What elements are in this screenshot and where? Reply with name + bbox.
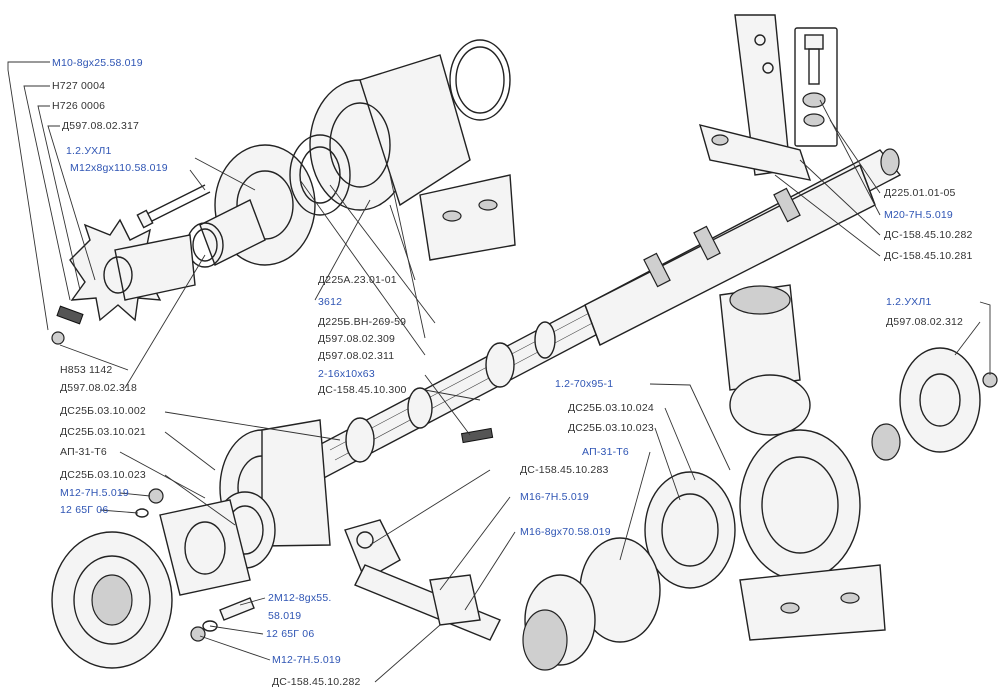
- label-part-19: ДС25Б.03.10.023: [60, 469, 146, 481]
- label-part-29: ДС-158.45.10.282: [272, 676, 361, 688]
- label-part-30: Д225.01.01-05: [884, 187, 956, 199]
- label-part-14: Н853 1142: [60, 364, 113, 376]
- label-part-38: ДС25Б.03.10.023: [568, 422, 654, 434]
- label-part-24: М16-8gх70.58.019: [520, 526, 611, 538]
- nut-upper: [148, 488, 164, 504]
- upper-bolt-set: [794, 27, 838, 147]
- label-part-17: ДС25Б.03.10.021: [60, 426, 146, 438]
- label-part-35: Д597.08.02.312: [886, 316, 964, 328]
- lever-arm: [344, 519, 501, 641]
- label-part-25: 2М12-8gх55.: [268, 592, 332, 604]
- label-part-08: 3612: [318, 296, 343, 308]
- label-part-22: ДС-158.45.10.283: [520, 464, 609, 476]
- label-part-02: Н727 0004: [52, 80, 106, 92]
- label-part-36: 1.2-70х95-1: [555, 378, 614, 390]
- label-part-16: ДС25Б.03.10.002: [60, 405, 146, 417]
- label-part-06: М12х8gх110.58.019: [70, 162, 168, 174]
- right-shaft-end: [522, 471, 736, 671]
- square-tube-section: [584, 164, 876, 346]
- label-part-21: 12 65Г 06: [60, 504, 109, 516]
- label-part-23: М16-7Н.5.019: [520, 491, 589, 503]
- lower-left-cover: [51, 531, 173, 669]
- upper-bracket: [698, 14, 812, 181]
- label-part-33: ДС-158.45.10.281: [884, 250, 973, 262]
- right-bearing-housing: [719, 284, 886, 641]
- sleeve-and-seal: [186, 199, 266, 268]
- label-part-27: 12 65Г 06: [266, 628, 315, 640]
- label-part-31: М20-7Н.5.019: [884, 209, 953, 221]
- label-part-11: Д597.08.02.311: [318, 350, 395, 362]
- label-part-10: Д597.08.02.309: [318, 333, 396, 345]
- right-flange-cover: [871, 347, 998, 461]
- label-part-34: 1.2.УХЛ1: [886, 296, 932, 308]
- label-part-04: Д597.08.02.317: [62, 120, 140, 132]
- label-part-26: 58.019: [268, 610, 302, 622]
- stud-bolt: [219, 597, 255, 621]
- label-part-09: Д225Б.ВН-269-59: [318, 316, 407, 328]
- label-part-28: М12-7Н.5.019: [272, 654, 341, 666]
- label-part-13: ДС-158.45.10.300: [318, 384, 407, 396]
- label-part-37: ДС25Б.03.10.024: [568, 402, 654, 414]
- label-part-32: ДС-158.45.10.282: [884, 229, 973, 241]
- label-part-15: Д597.08.02.318: [60, 382, 138, 394]
- label-part-01: М10-8gх25.58.019: [52, 57, 143, 69]
- gasket-ring: [449, 39, 511, 121]
- leader-lines: [7, 61, 991, 683]
- label-part-05: 1.2.УХЛ1: [66, 145, 112, 157]
- label-part-39: АП-31-Т6: [582, 446, 629, 458]
- sprocket: [51, 218, 196, 345]
- left-long-bolt: [136, 184, 211, 229]
- label-part-03: Н726 0006: [52, 100, 106, 112]
- label-part-12: 2-16х10х63: [318, 368, 375, 380]
- left-bearing-housing: [309, 54, 516, 261]
- label-part-18: АП-31-Т6: [60, 446, 107, 458]
- label-part-07: Д225А.23.01-01: [318, 274, 397, 286]
- middle-bearing: [214, 419, 331, 569]
- label-part-20: М12-7Н.5.019: [60, 487, 129, 499]
